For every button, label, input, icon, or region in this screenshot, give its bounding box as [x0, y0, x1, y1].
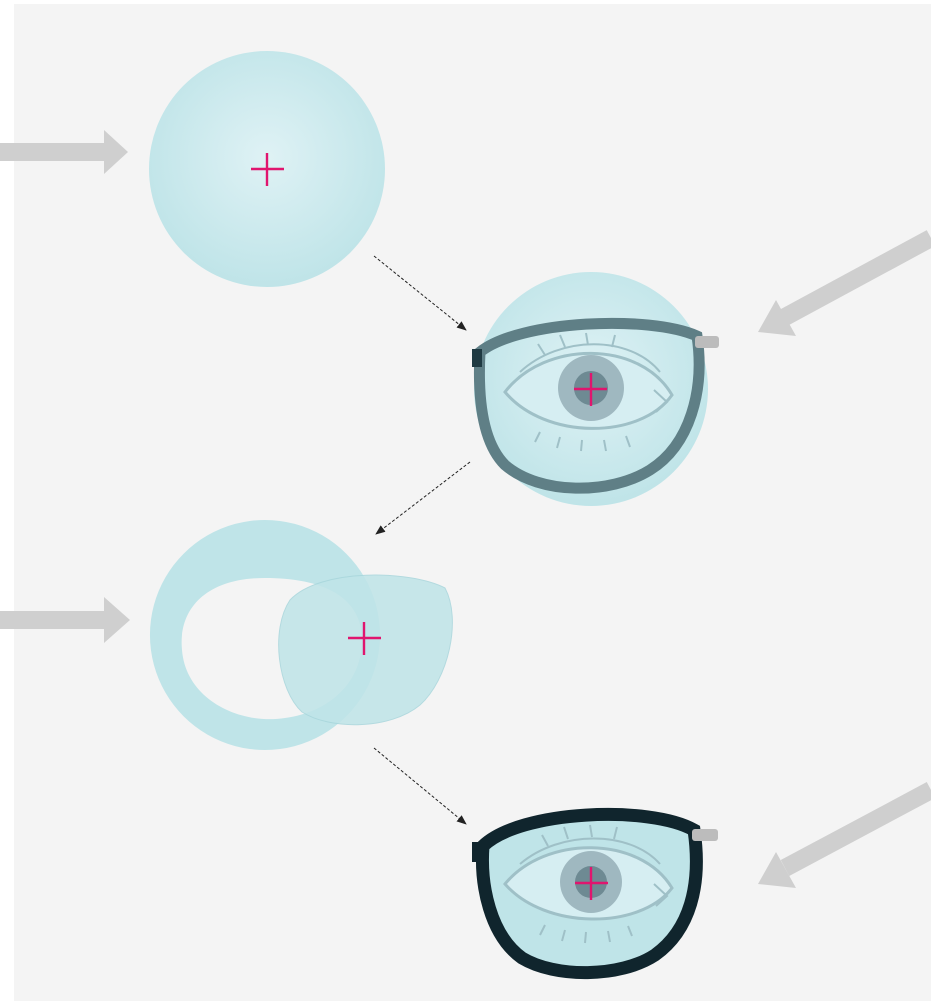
lens-with-frame-outline	[472, 272, 719, 506]
finished-glasses	[472, 807, 718, 980]
frame-dark	[476, 807, 703, 980]
cut-lens-shape	[278, 574, 453, 726]
temple-arm	[695, 336, 719, 348]
flow-arrow-2	[375, 461, 471, 535]
arrow-left-2	[0, 597, 130, 643]
center-cross-icon	[251, 153, 284, 186]
temple-arm	[692, 829, 718, 841]
frame-hinge-left	[472, 349, 482, 367]
center-cross-icon	[348, 622, 381, 655]
eye-illustration	[503, 332, 674, 452]
frame-outline	[473, 317, 705, 494]
uncut-lens	[149, 51, 385, 287]
flow-arrow-3	[373, 747, 467, 825]
center-cross-icon	[575, 867, 608, 900]
edged-lens	[149, 520, 453, 750]
arrow-left-1	[0, 130, 128, 174]
frame-hinge-left	[472, 842, 484, 862]
center-cross-icon	[574, 373, 607, 406]
arrow-right-1	[758, 230, 931, 336]
arrow-right-2	[758, 782, 931, 888]
flow-arrow-1	[373, 255, 467, 331]
